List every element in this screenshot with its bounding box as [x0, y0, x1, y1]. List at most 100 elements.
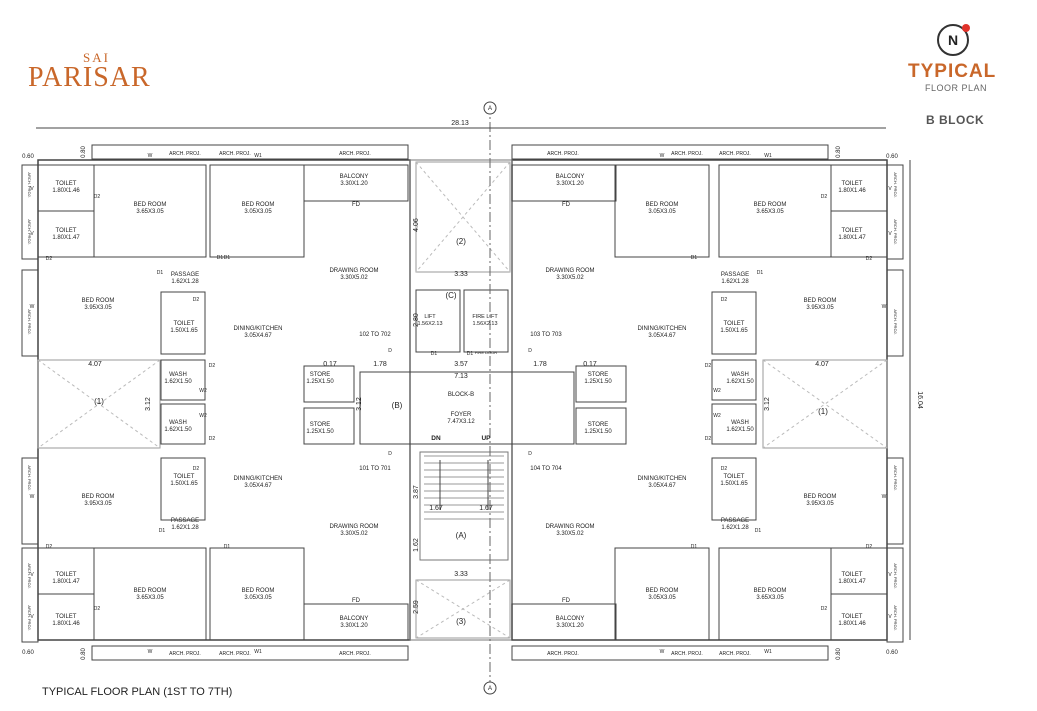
door-mark: W2 — [199, 413, 207, 419]
side-arch-proj: ARCH. PROJ. — [893, 219, 898, 244]
room-name: BED ROOM — [646, 588, 679, 594]
zone-label: (C) — [445, 291, 456, 300]
side-projection — [886, 457, 904, 545]
zone-label: (B) — [392, 401, 403, 410]
dim-label: 1.67 — [479, 505, 493, 512]
window-mark: W — [148, 153, 153, 159]
void-zone — [37, 359, 161, 449]
side-projection — [886, 269, 904, 357]
plan-label: ARCH. PROJ. — [547, 651, 579, 657]
store-wall — [575, 407, 627, 445]
door-mark: D1 — [757, 270, 764, 276]
room-dimension: 1.62X1.28 — [171, 279, 199, 285]
side-arch-proj: ARCH. PROJ. — [27, 172, 32, 197]
toilet-wall — [711, 457, 757, 521]
door-mark: D1 — [431, 351, 438, 357]
door-mark: D2 — [721, 466, 728, 472]
dim-label: 4.06 — [413, 218, 420, 232]
door-mark: D1 — [755, 528, 762, 534]
room-dimension: 1.50X1.65 — [170, 328, 198, 334]
plan-label: ARCH. PROJ. — [219, 651, 251, 657]
void-cross — [37, 359, 161, 449]
room-dimension: 3.65X3.05 — [756, 209, 784, 215]
room-name: BED ROOM — [82, 298, 115, 304]
room-dimension: 1.56X2.13 — [417, 321, 442, 327]
edge-dim: 0.60 — [22, 154, 34, 160]
room-name: TOILET — [842, 614, 863, 620]
room-dimension: 1.50X1.65 — [170, 481, 198, 487]
room-dimension: 3.65X3.05 — [136, 209, 164, 215]
edge-dim: 0.80 — [836, 648, 842, 660]
void-cross — [762, 359, 888, 449]
room-name: DRAWING ROOM — [329, 524, 378, 530]
void-zone — [762, 359, 888, 449]
shaft-zone — [415, 579, 511, 639]
door-mark: D2 — [866, 256, 873, 262]
window-mark: W1 — [764, 153, 772, 159]
door-mark: D1 — [157, 270, 164, 276]
room-dimension: 3.05X3.05 — [648, 209, 676, 215]
room-dimension: 1.62X1.28 — [721, 279, 749, 285]
logo-dot-icon — [962, 24, 970, 32]
door-mark: D2 — [821, 194, 828, 200]
zone-label: (3) — [456, 617, 466, 626]
toilet-wall — [160, 457, 206, 521]
toilet-wall — [160, 291, 206, 355]
room-dimension: 3.95X3.05 — [84, 501, 112, 507]
window-mark: W1 — [254, 649, 262, 655]
stair-direction: UP — [481, 435, 491, 442]
window-mark: W — [882, 304, 887, 310]
room-dimension: 1.62X1.28 — [171, 525, 199, 531]
room-name: TOILET — [724, 321, 745, 327]
window-mark: W — [882, 494, 887, 500]
room-name: TOILET — [174, 474, 195, 480]
balcony-wall — [303, 603, 409, 641]
edge-dim: 0.80 — [81, 146, 87, 158]
overall-height-label: 16.04 — [916, 391, 923, 409]
bedroom-wall — [93, 547, 207, 641]
plan-label: ARCH. PROJ. — [671, 651, 703, 657]
door-mark: D — [528, 451, 532, 457]
room-dimension: 1.80X1.47 — [52, 235, 80, 241]
toilet-wall — [830, 210, 888, 258]
vent-mark: V — [888, 572, 892, 578]
room-name: WASH — [731, 372, 749, 378]
edge-dim: 0.60 — [886, 154, 898, 160]
door-mark: D2 — [705, 363, 712, 369]
room-dimension: 3.05X4.67 — [648, 333, 676, 339]
room-dimension: 1.80X1.46 — [52, 188, 80, 194]
page-title: TYPICAL — [908, 61, 997, 82]
dim-label: 3.57 — [454, 361, 468, 368]
plan-label: ARCH. PROJ. — [339, 651, 371, 657]
room-dimension: 1.80X1.47 — [838, 579, 866, 585]
door-mark: D1 — [224, 255, 231, 261]
room-dimension: 3.05X3.05 — [244, 595, 272, 601]
dim-label: 3.87 — [413, 485, 420, 499]
vent-mark: V — [30, 231, 34, 237]
balcony-wall — [511, 164, 617, 202]
room-dimension: 1.25X1.50 — [306, 379, 334, 385]
room-dimension: 1.62X1.50 — [726, 379, 754, 385]
room-dimension: 3.30X5.02 — [556, 275, 584, 281]
door-mark: D1 — [691, 544, 698, 550]
stair-direction: DN — [431, 435, 441, 442]
door-mark: D1 — [159, 528, 166, 534]
toilet-wall — [37, 547, 95, 595]
toilet-wall — [830, 547, 888, 595]
axis-marker — [483, 681, 497, 695]
edge-dim: 0.60 — [886, 650, 898, 656]
door-mark: D2 — [94, 606, 101, 612]
store-wall — [303, 407, 355, 445]
room-name: DINING/KITCHEN — [233, 326, 282, 332]
stair-well — [419, 451, 509, 561]
room-dimension: 3.95X3.05 — [84, 305, 112, 311]
room-dimension: 1.25X1.50 — [584, 429, 612, 435]
vent-mark: V — [30, 572, 34, 578]
brand-sub: SAI — [83, 50, 110, 65]
dim-label: 3.12 — [145, 397, 152, 411]
room-name: TOILET — [174, 321, 195, 327]
wash-wall — [160, 359, 206, 401]
door-mark: D2 — [209, 363, 216, 369]
plan-label: ARCH. PROJ. — [169, 651, 201, 657]
